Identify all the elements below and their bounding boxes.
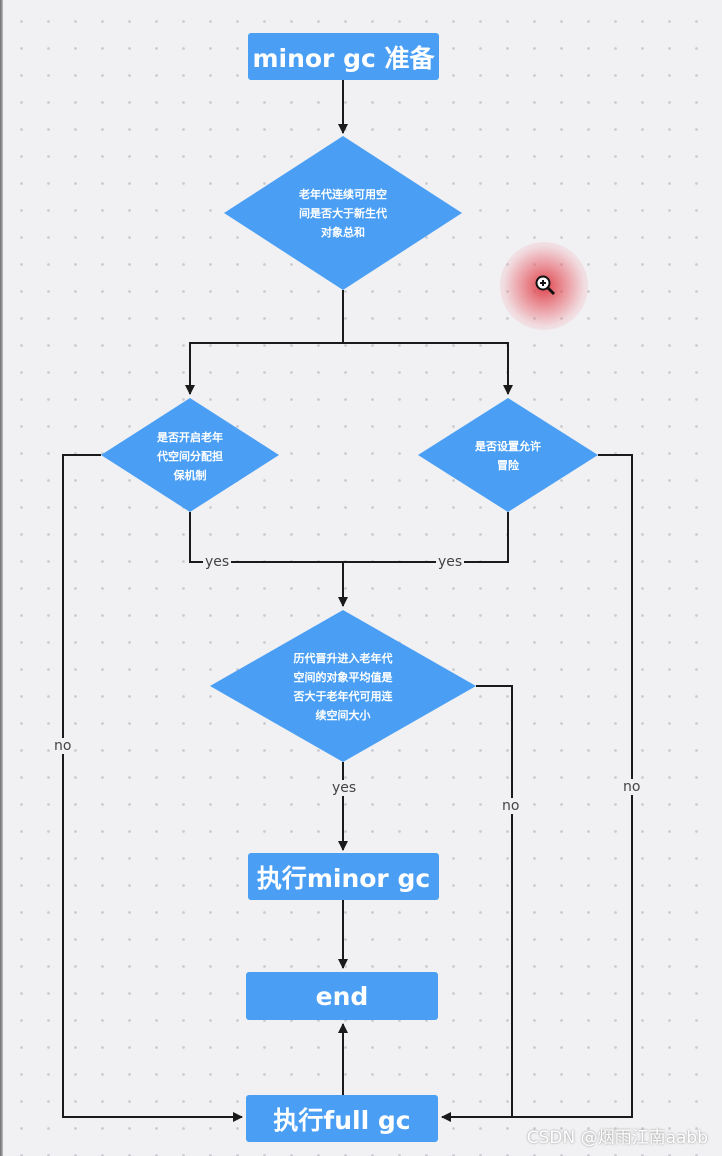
edge-d3-no — [441, 454, 633, 1122]
d1-line-2: 间是否大于新生代 — [299, 207, 387, 220]
diamond-avg-promotion — [210, 610, 476, 762]
window-left-edge — [0, 0, 3, 1156]
diamond-old-gen-space — [224, 136, 462, 290]
node-minor-gc-prepare: minor gc 准备 — [248, 33, 439, 80]
diamond-allow-risk-text: 是否设置允许 冒险 — [448, 437, 568, 475]
label-yes-left: yes — [203, 554, 232, 570]
label-no-left: no — [52, 738, 74, 754]
node-execute-full-gc: 执行full gc — [246, 1095, 438, 1142]
edge-d3-yes — [343, 512, 509, 563]
zoom-in-icon — [535, 275, 556, 296]
d4-line-2: 空间的对象平均值是 — [293, 671, 393, 684]
d3-line-2: 冒险 — [497, 459, 519, 472]
node-end: end — [246, 972, 438, 1020]
watermark: CSDN @烟雨江南aabb — [526, 1128, 708, 1148]
edge-d2-no — [62, 454, 243, 1122]
d2-line-1: 是否开启老年 — [157, 431, 223, 444]
d4-line-4: 续空间大小 — [315, 709, 371, 722]
edge-d4-no — [476, 685, 513, 1117]
label-yes-right: yes — [436, 554, 465, 570]
diamond-guarantee-mechanism — [101, 398, 279, 512]
diamond-allow-risk — [418, 398, 598, 512]
edge-d1-to-d3 — [343, 342, 513, 395]
label-no-mid: no — [500, 798, 522, 814]
d2-line-3: 保机制 — [173, 469, 207, 482]
d2-line-2: 代空间分配担 — [157, 450, 223, 463]
edge-d1-split — [185, 290, 344, 395]
node-execute-minor-gc: 执行minor gc — [248, 853, 439, 900]
d3-line-1: 是否设置允许 — [475, 440, 541, 453]
diamond-guarantee-mechanism-text: 是否开启老年 代空间分配担 保机制 — [130, 428, 250, 485]
d1-line-3: 对象总和 — [321, 226, 365, 239]
diamond-avg-promotion-text: 历代晋升进入老年代 空间的对象平均值是 否大于老年代可用连 续空间大小 — [263, 649, 423, 725]
diamond-old-gen-space-text: 老年代连续可用空 间是否大于新生代 对象总和 — [263, 185, 423, 242]
d4-line-3: 否大于老年代可用连 — [293, 690, 393, 703]
label-no-right: no — [621, 779, 643, 795]
d4-line-1: 历代晋升进入老年代 — [293, 652, 393, 665]
label-yes-mid: yes — [330, 780, 359, 796]
d1-line-1: 老年代连续可用空 — [299, 188, 387, 201]
edge-d2-yes — [189, 512, 343, 563]
